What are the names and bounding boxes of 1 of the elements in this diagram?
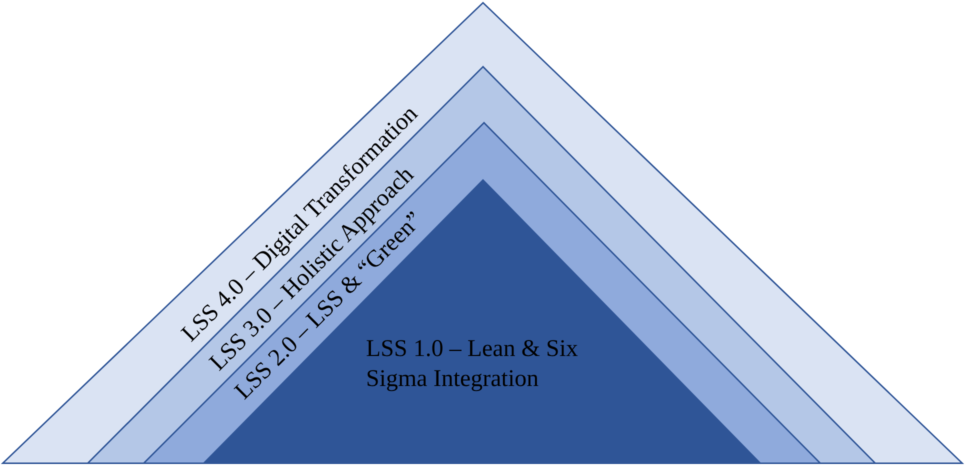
tier-label: LSS 1.0 – Lean & Six Sigma Integration	[366, 335, 580, 394]
